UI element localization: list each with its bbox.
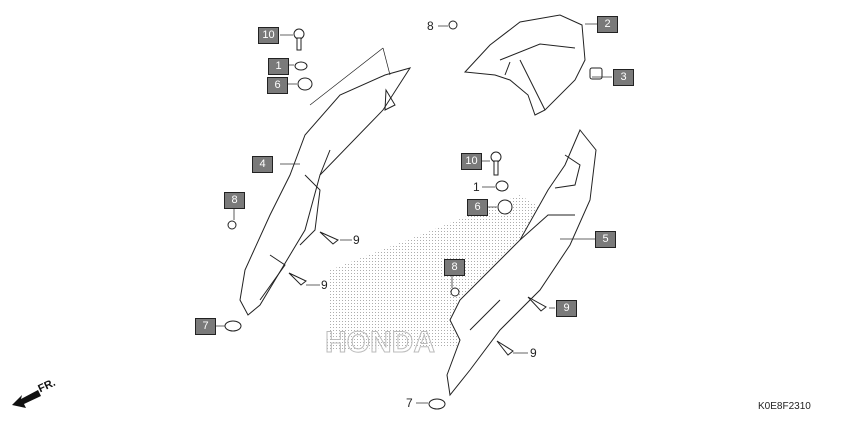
callout-9: 9 xyxy=(321,278,328,292)
clip-9-right-b xyxy=(496,340,514,356)
callout-10: 10 xyxy=(258,27,279,44)
clip-9-left-a xyxy=(319,231,339,245)
callout-9: 9 xyxy=(530,346,537,360)
callout-1: 1 xyxy=(473,180,480,194)
collar-1-right xyxy=(495,180,509,192)
callout-9: 9 xyxy=(556,300,577,317)
rear-seat-cowl xyxy=(463,14,586,116)
callout-6: 6 xyxy=(267,77,288,94)
front-direction-arrow xyxy=(12,390,41,408)
nut-3 xyxy=(589,67,603,80)
nut-7-left xyxy=(224,320,242,332)
left-side-cover xyxy=(239,67,412,316)
callout-3: 3 xyxy=(613,69,634,86)
screw-8-top xyxy=(448,20,458,30)
collar-1-left xyxy=(294,61,308,71)
nut-7-right xyxy=(428,398,446,410)
callout-8: 8 xyxy=(427,19,434,33)
callout-6: 6 xyxy=(467,199,488,216)
callout-8: 8 xyxy=(444,259,465,276)
screw-8-right xyxy=(450,287,460,297)
callout-9: 9 xyxy=(353,233,360,247)
clip-9-right-a xyxy=(527,296,547,312)
screw-8-left xyxy=(227,220,237,230)
callout-7: 7 xyxy=(195,318,216,335)
callout-5: 5 xyxy=(595,231,616,248)
clip-9-left-b xyxy=(288,272,307,286)
callout-7: 7 xyxy=(406,396,413,410)
right-side-cover xyxy=(446,129,597,397)
grommet-6-right xyxy=(497,199,513,215)
grommet-6-left xyxy=(297,77,313,91)
callout-10: 10 xyxy=(461,153,482,170)
svg-text:HONDA: HONDA xyxy=(325,326,435,359)
callout-2: 2 xyxy=(597,16,618,33)
figure-code: K0E8F2310 xyxy=(758,401,811,412)
callout-1: 1 xyxy=(268,58,289,75)
callout-8: 8 xyxy=(224,192,245,209)
callout-4: 4 xyxy=(252,156,273,173)
